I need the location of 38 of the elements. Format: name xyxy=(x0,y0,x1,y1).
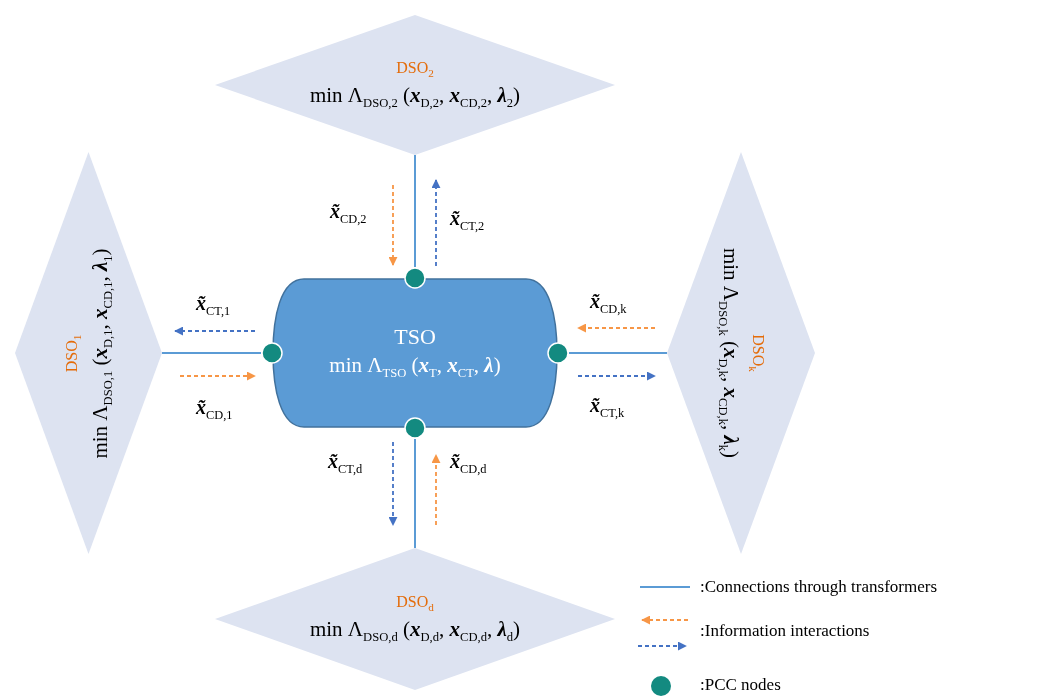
connection-line xyxy=(568,352,668,354)
diamond-shape xyxy=(15,152,162,554)
arrow xyxy=(388,184,398,266)
arrow xyxy=(577,371,656,381)
edge-label: x̃$_{CD,1}$ xyxy=(196,396,233,423)
diamond-shape xyxy=(215,15,615,155)
edge-label: x̃$_{CD,d}$ xyxy=(450,450,487,477)
formula: min Λ$_{DSO,2}$ (x$_{D,2}$, x$_{CD,2}$, λ$_{2}$) xyxy=(309,83,521,112)
pcc-node-circle xyxy=(261,342,283,364)
edge-label: x̃$_{CD,2}$ xyxy=(330,200,367,227)
formula: min Λ$_{DSO,d}$ (x$_{D,d}$, x$_{CD,d}$, λ$_{d}$) xyxy=(309,617,521,646)
edge-label: x̃$_{CT,d}$ xyxy=(328,450,363,477)
arrow xyxy=(577,323,656,333)
diamond-shape xyxy=(215,548,615,690)
legend-text: :Information interactions xyxy=(700,622,870,641)
arrow xyxy=(388,441,398,526)
rounded-box xyxy=(272,278,558,428)
pcc-node-circle xyxy=(404,267,426,289)
legend-text: :Connections through transformers xyxy=(700,578,937,597)
arrow xyxy=(431,179,441,267)
arrow xyxy=(431,454,441,526)
arrow xyxy=(174,326,256,336)
connection-line xyxy=(161,352,262,354)
edge-label: x̃$_{CT,k}$ xyxy=(590,394,625,421)
edge-label: x̃$_{CT,1}$ xyxy=(196,292,231,319)
diamond-shape xyxy=(667,152,815,554)
connection-line xyxy=(414,438,416,549)
edge-label: x̃$_{CT,2}$ xyxy=(450,207,485,234)
pcc-node-circle xyxy=(547,342,569,364)
pcc-node-circle xyxy=(404,417,426,439)
arrow xyxy=(179,371,256,381)
edge-label: x̃$_{CD,k}$ xyxy=(590,290,627,317)
heading: TSO xyxy=(394,324,436,349)
formula: min Λ$_{TSO}$ (x$_{T}$, x$_{CT}$, λ) xyxy=(329,352,501,382)
heading: DSO$_{2}$ xyxy=(396,58,434,80)
heading: DSO$_{d}$ xyxy=(396,592,434,614)
legend-text: :PCC nodes xyxy=(700,676,781,695)
connection-line xyxy=(414,154,416,268)
